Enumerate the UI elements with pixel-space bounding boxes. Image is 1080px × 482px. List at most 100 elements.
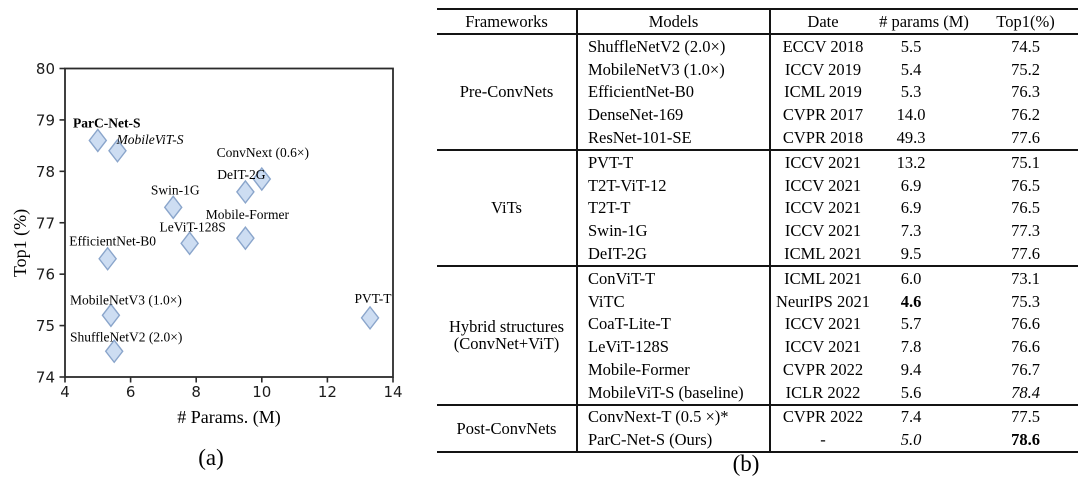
top1-cell: 78.6 xyxy=(1011,430,1040,450)
top1-cell: 76.5 xyxy=(1011,175,1040,195)
params-cell: 5.5 xyxy=(875,33,973,58)
date-cell: CVPR 2017 xyxy=(782,105,864,125)
model-cell: ResNet-101-SE xyxy=(577,126,771,150)
top1-cell: 77.6 xyxy=(1011,243,1040,263)
column-header: # params (M) xyxy=(879,11,969,31)
model-cell: Mobile-Former xyxy=(577,358,771,381)
scatter-point xyxy=(180,231,200,256)
params-cell: 4.6 xyxy=(900,291,922,311)
date-cell: - xyxy=(820,430,826,450)
date-cell: NeurIPS 2021 xyxy=(776,291,870,311)
date-cell: ICLR 2022 xyxy=(785,382,861,402)
y-tick-label: 79 xyxy=(36,111,55,129)
scatter-point xyxy=(163,195,183,220)
top1-cell: 77.5 xyxy=(973,403,1078,429)
y-tick-label: 76 xyxy=(36,266,55,284)
scatter-point-label: DeIT-2G xyxy=(217,167,265,182)
column-header: Top1(%) xyxy=(996,11,1055,31)
scatter-point xyxy=(104,339,124,364)
y-tick-label: 80 xyxy=(36,60,55,78)
date-cell: ICCV 2021 xyxy=(784,175,862,195)
top1-cell: 77.3 xyxy=(1011,221,1040,241)
top1-cell: 75.1 xyxy=(973,148,1078,174)
date-cell: ICML 2019 xyxy=(784,82,862,102)
params-cell: 13.2 xyxy=(875,148,973,174)
scatter-point xyxy=(360,305,380,331)
x-tick-label: 6 xyxy=(126,383,136,401)
scatter-point xyxy=(108,138,127,163)
params-cell: 5.4 xyxy=(900,59,922,79)
column-header: Frameworks xyxy=(437,9,578,34)
params-cell: 7.8 xyxy=(900,337,922,357)
date-cell: CVPR 2022 xyxy=(782,359,864,379)
x-tick-label: 4 xyxy=(60,383,70,401)
scatter-point-label: PVT-T xyxy=(355,291,393,306)
scatter-point-label: EfficientNet-B0 xyxy=(69,234,156,249)
model-cell: ViTC xyxy=(577,289,771,313)
params-cell: 5.0 xyxy=(900,430,922,450)
y-tick-label: 77 xyxy=(36,214,55,232)
date-cell: CVPR 2022 xyxy=(770,403,875,429)
params-cell: 5.6 xyxy=(900,382,922,402)
model-cell: T2T-ViT-12 xyxy=(577,173,771,197)
scatter-point xyxy=(252,166,272,192)
scatter-point-label: ParC-Net-S xyxy=(73,115,140,130)
top1-cell: 76.3 xyxy=(1011,82,1040,102)
framework-cell: Hybrid structures (ConvNet+ViT) xyxy=(437,264,578,405)
x-axis-label: # Params. (M) xyxy=(177,407,280,428)
model-cell: PVT-T xyxy=(577,148,771,174)
model-cell: ParC-Net-S (Ours) xyxy=(577,428,771,453)
top1-cell: 76.5 xyxy=(1011,198,1040,218)
subfigure-caption-b: (b) xyxy=(732,451,760,476)
model-cell: Swin-1G xyxy=(577,219,771,243)
y-tick-label: 75 xyxy=(36,317,55,335)
y-tick-label: 78 xyxy=(36,163,55,181)
model-cell: CoaT-Lite-T xyxy=(577,312,771,336)
params-cell: 9.4 xyxy=(900,359,922,379)
scatter-point xyxy=(101,303,121,328)
framework-cell: Pre-ConvNets xyxy=(437,33,578,150)
column-header: Models xyxy=(577,9,771,34)
table-row: ParC-Net-S (Ours) - 5.0 78.6 xyxy=(437,428,1078,453)
model-cell: DenseNet-169 xyxy=(577,103,771,127)
model-cell: DeIT-2G xyxy=(577,242,771,266)
top1-cell: 78.4 xyxy=(1011,382,1040,402)
framework-cell: ViTs xyxy=(437,148,578,266)
model-cell: EfficientNet-B0 xyxy=(577,80,771,104)
date-cell: ICCV 2021 xyxy=(770,148,875,174)
params-cell: 14.0 xyxy=(896,105,926,125)
top1-cell: 73.1 xyxy=(973,264,1078,290)
model-cell: ShuffleNetV2 (2.0×) xyxy=(577,33,771,58)
scatter-point xyxy=(236,226,255,251)
model-cell: ConViT-T xyxy=(577,264,771,290)
x-tick-label: 10 xyxy=(252,383,271,401)
scatter-point-label: ConvNext (0.6×) xyxy=(217,145,309,160)
scatter-point xyxy=(98,246,118,271)
date-cell: ICML 2021 xyxy=(770,264,875,290)
date-cell: ECCV 2018 xyxy=(770,33,875,58)
subfigure-caption-a: (a) xyxy=(198,445,224,470)
top1-cell: 75.2 xyxy=(1011,59,1040,79)
params-cell: 9.5 xyxy=(900,243,922,263)
x-tick-label: 12 xyxy=(318,383,337,401)
params-cell: 49.3 xyxy=(896,127,926,147)
framework-cell: Post-ConvNets xyxy=(437,403,578,453)
